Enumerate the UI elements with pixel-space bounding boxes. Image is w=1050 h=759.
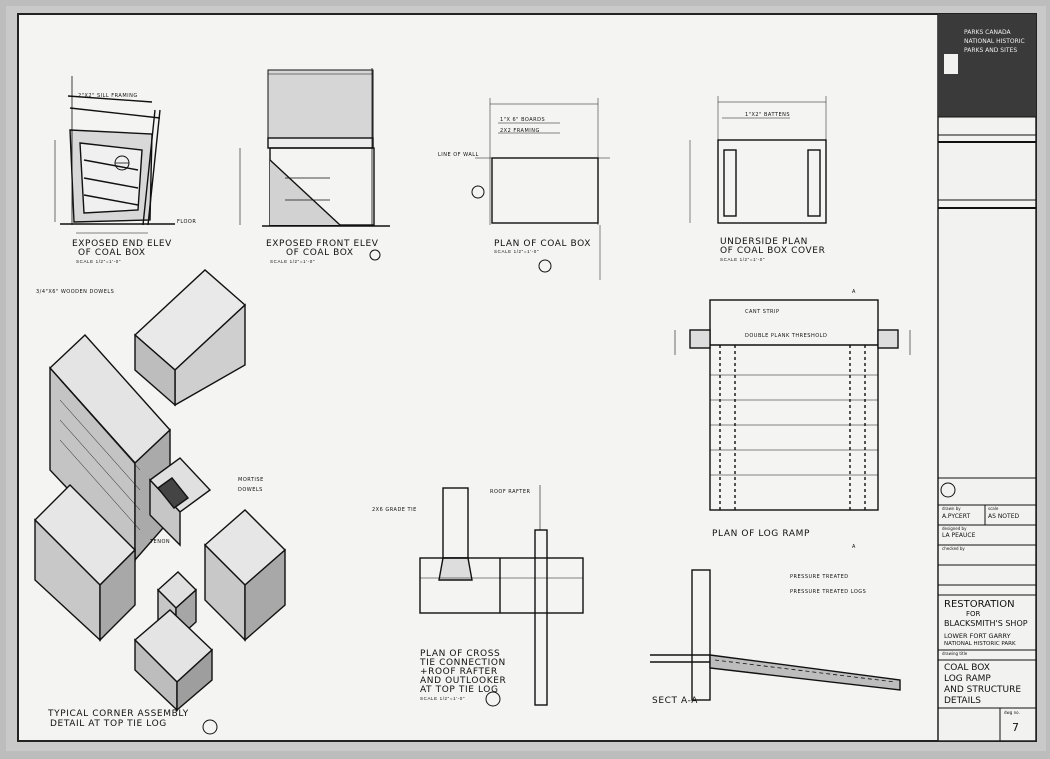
cross-tie-line-2: TIE CONNECTION bbox=[420, 658, 506, 668]
drawn-by-value: A.PYCERT bbox=[942, 513, 971, 520]
project-title: RESTORATION bbox=[944, 599, 1015, 610]
corner-assembly-title: TYPICAL CORNER ASSEMBLY bbox=[48, 709, 189, 719]
note-roof-rafter: ROOF RAFTER bbox=[490, 489, 531, 495]
section-title: SECT A-A bbox=[652, 696, 699, 706]
note-threshold: DOUBLE PLANK THRESHOLD bbox=[745, 333, 828, 339]
cross-tie-line-5: AT TOP TIE LOG bbox=[420, 685, 499, 695]
note-mortise: MORTISE bbox=[238, 477, 264, 483]
note-grade-tie: 2x6 GRADE TIE bbox=[372, 507, 417, 513]
note-floor: FLOOR bbox=[177, 219, 197, 225]
cross-tie-line-3: +ROOF RAFTER bbox=[420, 667, 498, 677]
underside-plan-subtitle: OF COAL BOX COVER bbox=[720, 246, 826, 256]
sheet-title-line-1: COAL BOX bbox=[944, 663, 990, 673]
front-elev-scale: SCALE 1/2"=1'-0" bbox=[270, 259, 316, 264]
agency-line-2: NATIONAL HISTORIC bbox=[964, 38, 1025, 45]
checked-by-label: checked by bbox=[942, 546, 965, 551]
front-elevation-view bbox=[239, 68, 390, 261]
note-pressure-treated-1: PRESSURE TREATED bbox=[790, 574, 849, 580]
location-line-1: LOWER FORT GARRY bbox=[944, 632, 1011, 640]
scale-label: scale bbox=[988, 506, 999, 511]
note-tenon: TENON bbox=[150, 539, 171, 545]
sheet-number-label: dwg no. bbox=[1004, 710, 1020, 715]
project-for: FOR bbox=[966, 610, 981, 618]
corner-assembly-view bbox=[34, 269, 287, 735]
end-elev-title: EXPOSED END ELEV bbox=[72, 239, 172, 249]
end-elev-scale: SCALE 1/2"=1'-0" bbox=[76, 259, 122, 264]
plan-coal-box-title: PLAN OF COAL BOX bbox=[494, 239, 592, 249]
cross-tie-line-1: PLAN OF CROSS bbox=[420, 649, 501, 659]
designed-by-label: designed by bbox=[942, 526, 967, 531]
front-elev-title: EXPOSED FRONT ELEV bbox=[266, 239, 379, 249]
note-framing: 2x2 FRAMING bbox=[500, 128, 540, 134]
project-subject: BLACKSMITH'S SHOP bbox=[944, 619, 1028, 628]
note-dowels: DOWELS bbox=[238, 487, 263, 493]
note-battens: 1"x2" BATTENS bbox=[745, 112, 791, 118]
log-ramp-title: PLAN OF LOG RAMP bbox=[712, 529, 810, 539]
underside-plan-title: UNDERSIDE PLAN bbox=[720, 237, 808, 247]
scale-value: AS NOTED bbox=[988, 513, 1020, 520]
sheet-title-line-3: AND STRUCTURE bbox=[944, 685, 1022, 695]
drawing-title-label: drawing title bbox=[942, 651, 968, 656]
title-block bbox=[938, 14, 1036, 741]
underside-plan-view bbox=[689, 96, 827, 224]
sheet-title-line-2: LOG RAMP bbox=[944, 674, 991, 684]
plan-coal-box-scale: SCALE 1/2"=1'-0" bbox=[494, 249, 540, 254]
note-cant-strip: CANT STRIP bbox=[745, 309, 780, 315]
sheet-title-line-4: DETAILS bbox=[944, 696, 981, 706]
note-pressure-treated-2: PRESSURE TREATED LOGS bbox=[790, 589, 867, 595]
section-aa-view bbox=[650, 569, 901, 701]
section-marker-bottom: A bbox=[852, 544, 856, 550]
drawn-by-label: drawn by bbox=[942, 506, 961, 511]
plan-coal-box-view bbox=[471, 98, 610, 280]
cross-tie-plan-view bbox=[419, 485, 584, 707]
end-elev-subtitle: OF COAL BOX bbox=[78, 248, 146, 258]
agency-line-1: PARKS CANADA bbox=[964, 29, 1011, 36]
cross-tie-line-4: AND OUTLOOKER bbox=[420, 676, 507, 686]
cross-tie-scale: SCALE 1/2"=1'-0" bbox=[420, 696, 466, 701]
designed-by-value: LA PEAUCE bbox=[942, 532, 976, 539]
sheet-number: 7 bbox=[1012, 721, 1019, 734]
corner-assembly-subtitle: DETAIL AT TOP TIE LOG bbox=[50, 719, 167, 729]
log-ramp-plan-view bbox=[674, 299, 911, 511]
note-line-of-wall: LINE OF WALL bbox=[438, 152, 479, 158]
section-marker-top: A bbox=[852, 289, 856, 295]
note-sill-framing: 2"x2" SILL FRAMING bbox=[78, 93, 138, 99]
note-wooden-dowels: 3/4"x6" WOODEN DOWELS bbox=[36, 289, 115, 295]
agency-line-3: PARKS AND SITES bbox=[964, 47, 1018, 54]
front-elev-subtitle: OF COAL BOX bbox=[286, 248, 354, 258]
location-line-2: NATIONAL HISTORIC PARK bbox=[944, 641, 1016, 647]
end-elevation-view bbox=[54, 76, 175, 234]
underside-plan-scale: SCALE 1/2"=1'-0" bbox=[720, 257, 766, 262]
note-boards: 1"x 6" BOARDS bbox=[500, 117, 546, 123]
